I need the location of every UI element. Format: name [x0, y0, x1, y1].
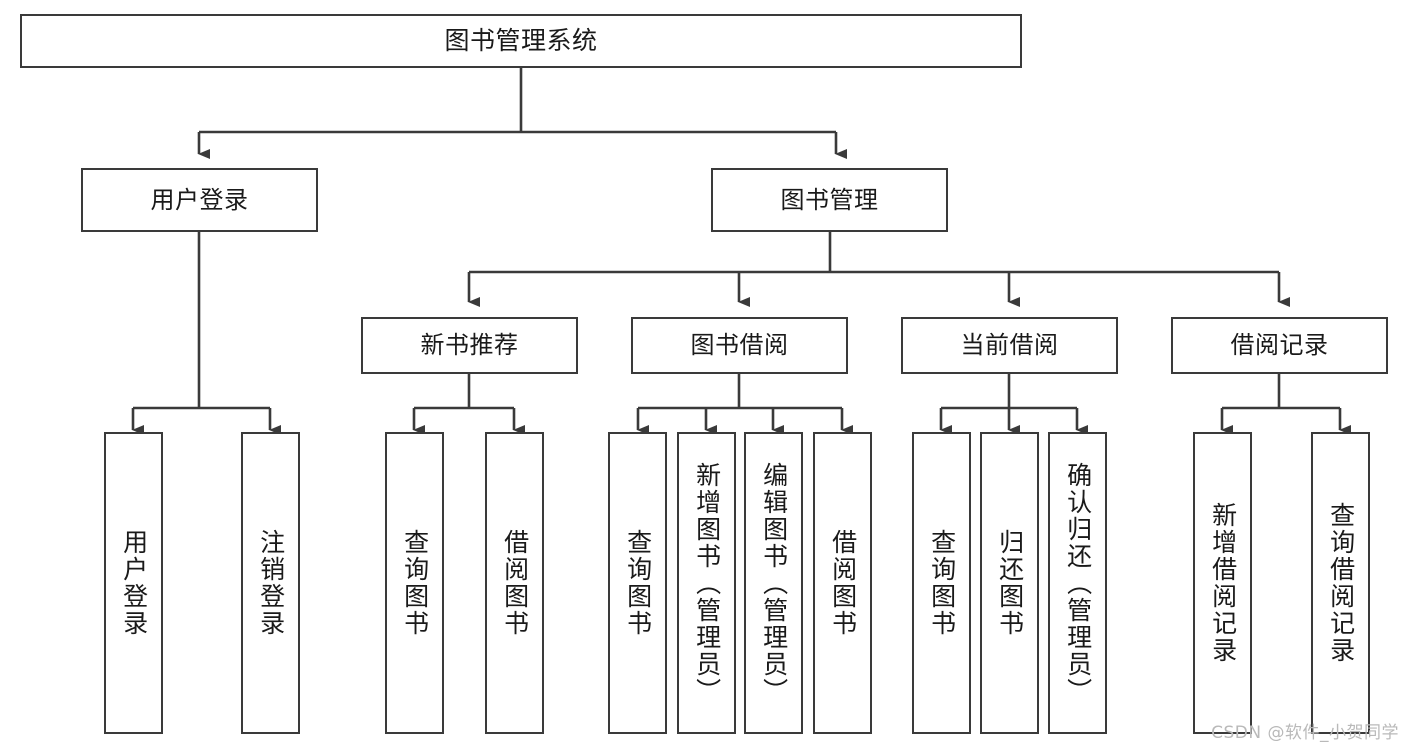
node-book-borrow[interactable]: 图书借阅 — [631, 317, 848, 374]
node-leaf-user-login-label: 用户登录 — [119, 529, 149, 637]
node-borrow-record[interactable]: 借阅记录 — [1171, 317, 1388, 374]
node-root[interactable]: 图书管理系统 — [20, 14, 1022, 68]
node-leaf-query-book-3[interactable]: 查询图书 — [912, 432, 971, 734]
node-borrow-record-label: 借阅记录 — [1230, 331, 1329, 360]
node-leaf-logout-label: 注销登录 — [256, 529, 286, 637]
node-leaf-query-record[interactable]: 查询借阅记录 — [1311, 432, 1370, 734]
node-user-login-label: 用户登录 — [150, 185, 249, 214]
node-leaf-borrow-book-1[interactable]: 借阅图书 — [485, 432, 544, 734]
node-new-book-recommend-label: 新书推荐 — [420, 331, 519, 360]
node-book-manage[interactable]: 图书管理 — [711, 168, 948, 232]
node-leaf-return-book-label: 归还图书 — [995, 529, 1025, 637]
node-leaf-query-record-label: 查询借阅记录 — [1326, 502, 1356, 664]
node-leaf-query-book-3-label: 查询图书 — [927, 529, 957, 637]
node-leaf-add-record[interactable]: 新增借阅记录 — [1193, 432, 1252, 734]
node-current-borrow[interactable]: 当前借阅 — [901, 317, 1118, 374]
node-current-borrow-label: 当前借阅 — [960, 331, 1059, 360]
node-leaf-user-login[interactable]: 用户登录 — [104, 432, 163, 734]
node-leaf-confirm-return-label: 确认归还（管理员） — [1063, 461, 1093, 705]
node-leaf-logout[interactable]: 注销登录 — [241, 432, 300, 734]
node-user-login[interactable]: 用户登录 — [81, 168, 318, 232]
node-leaf-query-book-1-label: 查询图书 — [400, 529, 430, 637]
node-root-label: 图书管理系统 — [444, 26, 598, 56]
node-leaf-return-book[interactable]: 归还图书 — [980, 432, 1039, 734]
node-leaf-add-book[interactable]: 新增图书（管理员） — [677, 432, 736, 734]
node-new-book-recommend[interactable]: 新书推荐 — [361, 317, 578, 374]
node-leaf-edit-book-label: 编辑图书（管理员） — [759, 461, 789, 705]
node-leaf-query-book-1[interactable]: 查询图书 — [385, 432, 444, 734]
node-leaf-borrow-book-2-label: 借阅图书 — [828, 529, 858, 637]
node-leaf-edit-book[interactable]: 编辑图书（管理员） — [744, 432, 803, 734]
node-leaf-add-book-label: 新增图书（管理员） — [692, 461, 722, 705]
node-leaf-query-book-2-label: 查询图书 — [623, 529, 653, 637]
node-book-manage-label: 图书管理 — [780, 185, 879, 214]
node-leaf-borrow-book-1-label: 借阅图书 — [500, 529, 530, 637]
csdn-watermark: CSDN @软件_小贺同学 — [1211, 723, 1399, 743]
node-leaf-add-record-label: 新增借阅记录 — [1208, 502, 1238, 664]
node-leaf-confirm-return[interactable]: 确认归还（管理员） — [1048, 432, 1107, 734]
node-leaf-query-book-2[interactable]: 查询图书 — [608, 432, 667, 734]
node-leaf-borrow-book-2[interactable]: 借阅图书 — [813, 432, 872, 734]
node-book-borrow-label: 图书借阅 — [690, 331, 789, 360]
